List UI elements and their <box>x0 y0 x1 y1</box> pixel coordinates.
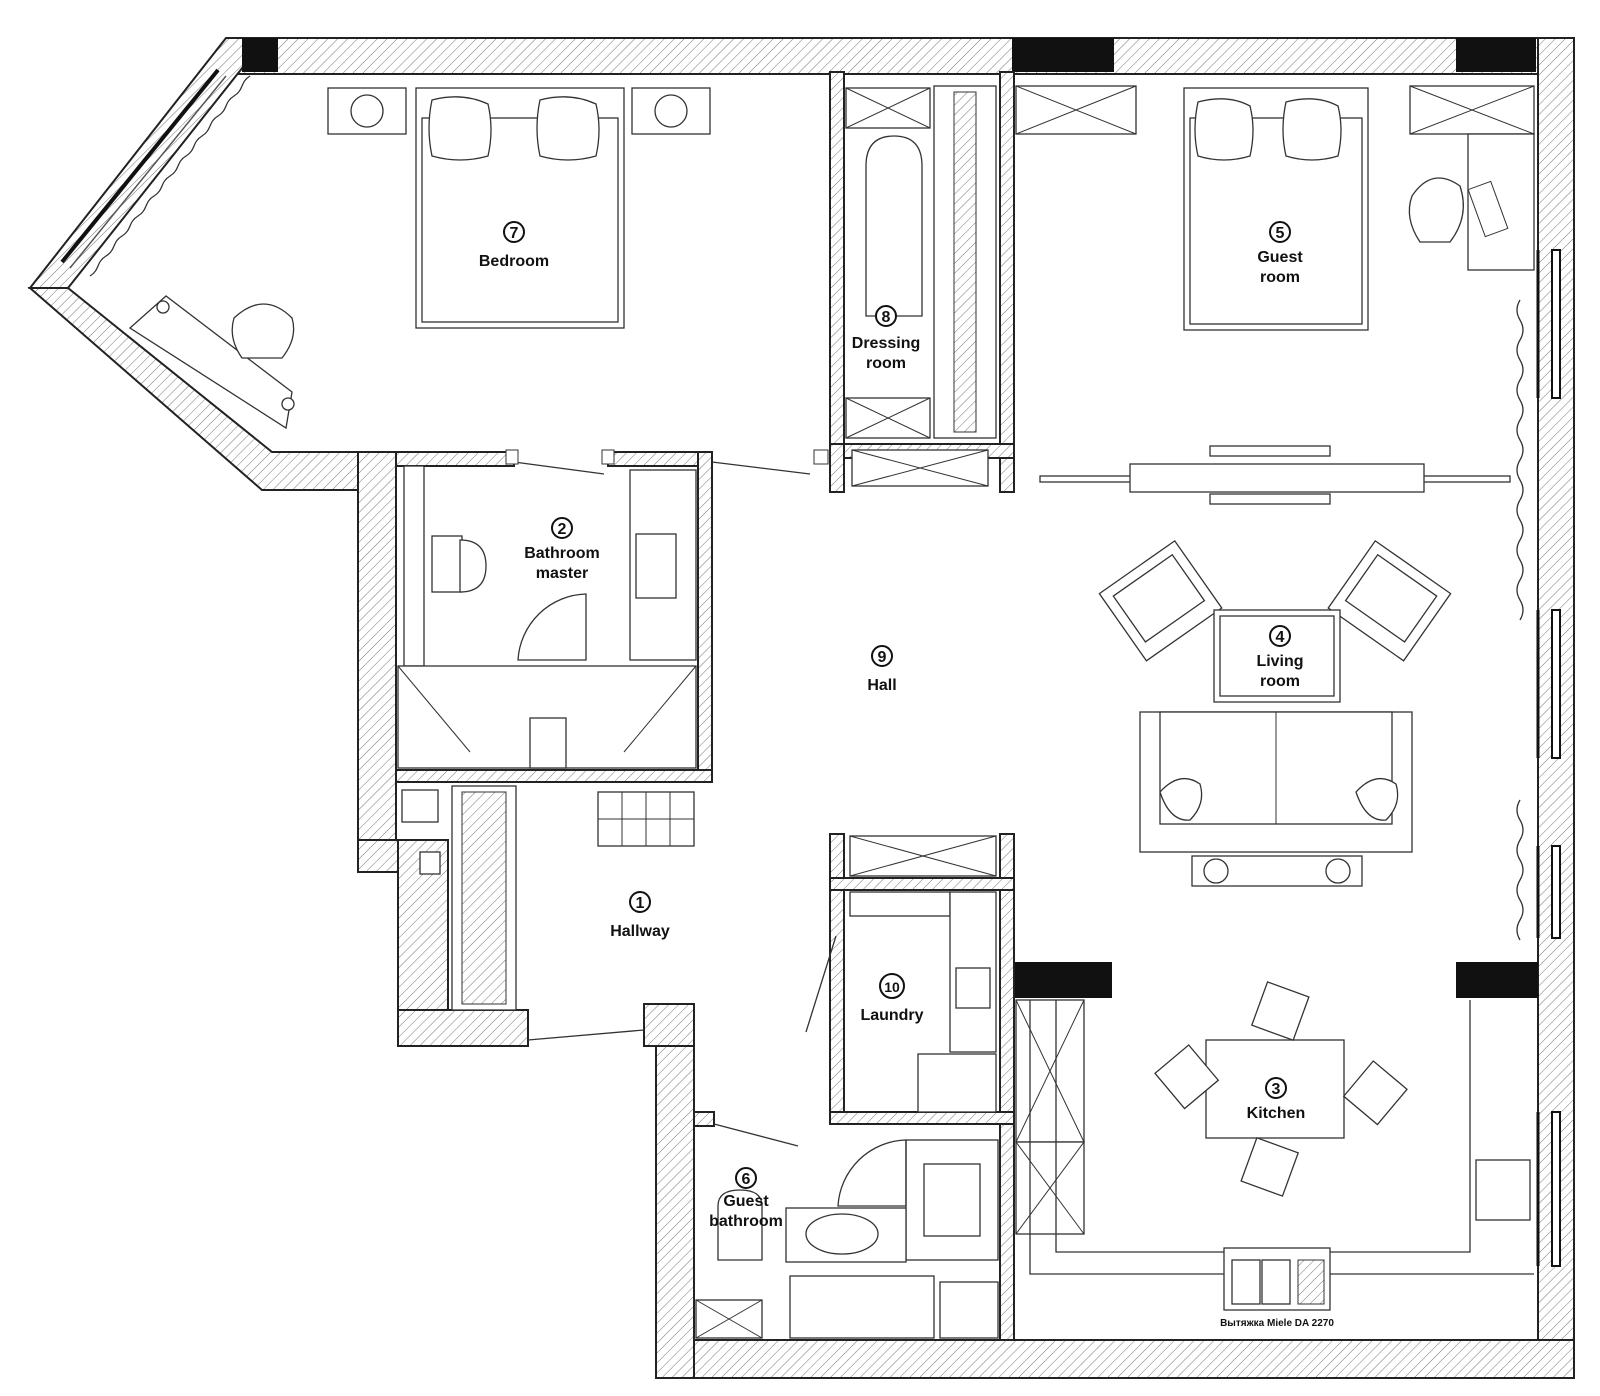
room-label-guest-bathroom: 6 Guest bathroom <box>709 1167 783 1230</box>
room-label-living-room: 4 Living room <box>1256 625 1304 690</box>
room-number-bedroom: 7 <box>510 225 519 242</box>
room-number-dressing-room: 8 <box>882 309 891 326</box>
room-name-kitchen: Kitchen <box>1247 1105 1306 1122</box>
room-number-guest-room: 5 <box>1276 225 1285 242</box>
hallway-furniture <box>401 785 695 1011</box>
interior-walls <box>395 71 1015 1341</box>
room-label-dressing-room: 8 Dressing room <box>852 305 920 372</box>
room-name-laundry: Laundry <box>860 1007 923 1024</box>
structural-pillars <box>242 38 1538 998</box>
room-name-guest-room-line1: Guest <box>1257 249 1303 266</box>
room-label-kitchen: 3 Kitchen <box>1247 1077 1306 1122</box>
room-label-guest-room: 5 Guest room <box>1257 221 1303 286</box>
room-labels: 1 Hallway 2 Bathroom master 3 Kitchen 4 … <box>479 221 1306 1230</box>
appliance-note: Вытяжка Miele DA 2270 <box>1220 1318 1334 1329</box>
bedroom-furniture <box>128 87 711 430</box>
laundry-furniture <box>849 835 997 1113</box>
room-name-bedroom: Bedroom <box>479 253 549 270</box>
room-label-bathroom-master: 2 Bathroom master <box>524 517 600 582</box>
room-name-dressing-room-line2: room <box>866 355 906 372</box>
room-name-bathroom-master-line1: Bathroom <box>524 545 600 562</box>
grid-mat <box>597 791 695 847</box>
room-name-guest-bathroom-line1: Guest <box>723 1193 769 1210</box>
room-label-bedroom: 7 Bedroom <box>479 221 549 270</box>
room-name-guest-bathroom-line2: bathroom <box>709 1213 783 1230</box>
exterior-walls <box>27 37 1575 1379</box>
guest-bathroom-furniture <box>695 1139 999 1339</box>
room-name-guest-room-line2: room <box>1260 269 1300 286</box>
room-label-hall: 9 Hall <box>867 645 897 694</box>
kitchen-furniture <box>1015 981 1534 1311</box>
room-name-living-room-line1: Living <box>1256 653 1303 670</box>
living-room-furniture <box>1039 445 1511 887</box>
room-name-dressing-room-line1: Dressing <box>852 335 920 352</box>
room-number-guest-bathroom: 6 <box>742 1171 751 1188</box>
room-number-kitchen: 3 <box>1272 1081 1281 1098</box>
room-number-hallway: 1 <box>636 895 645 912</box>
room-number-bathroom-master: 2 <box>558 521 567 538</box>
guest-room-furniture <box>1015 85 1535 331</box>
room-label-hallway: 1 Hallway <box>610 891 670 940</box>
room-name-hall: Hall <box>867 677 896 694</box>
doors <box>505 449 837 1147</box>
room-number-living-room: 4 <box>1276 629 1285 646</box>
bathroom-master-furniture <box>397 465 697 769</box>
room-name-hallway: Hallway <box>610 923 670 940</box>
room-name-living-room-line2: room <box>1260 673 1300 690</box>
dressing-room-furniture <box>845 85 997 487</box>
room-number-laundry: 10 <box>884 979 900 995</box>
room-number-hall: 9 <box>878 649 887 666</box>
room-label-laundry: 10 Laundry <box>860 973 924 1024</box>
windows <box>60 68 1561 1267</box>
room-name-bathroom-master-line2: master <box>536 565 588 582</box>
